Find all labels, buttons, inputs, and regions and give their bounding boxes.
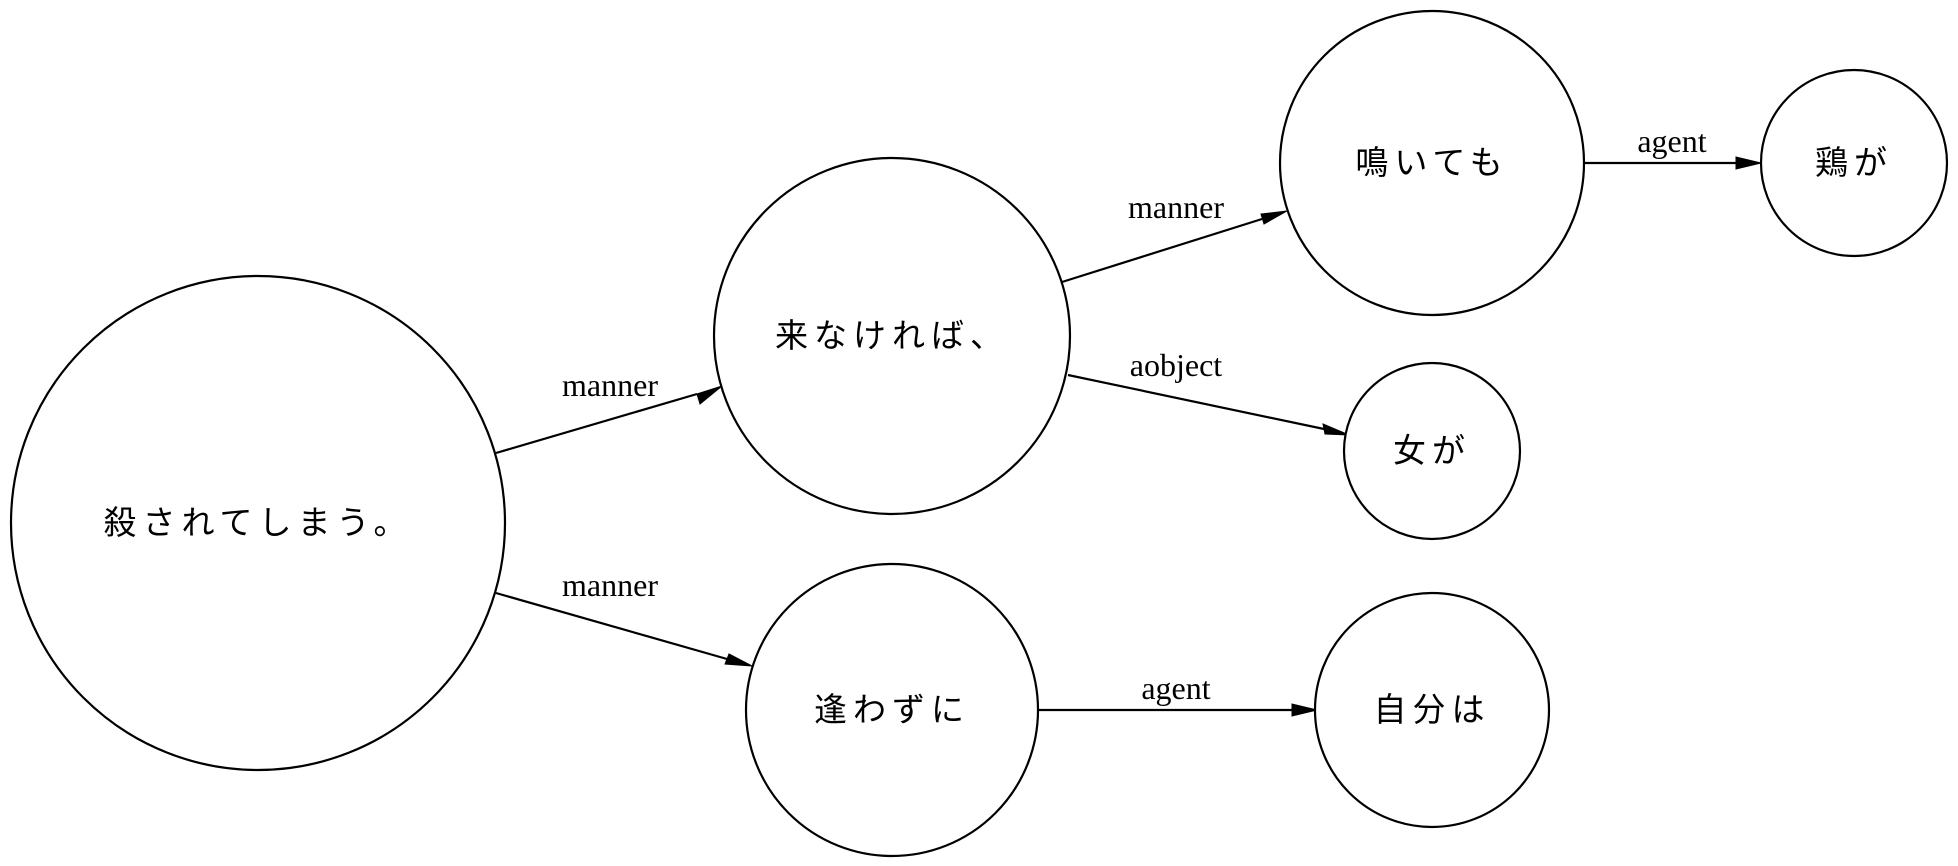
edge-label: aobject <box>1130 347 1223 383</box>
node-konakereba: 来なければ、 <box>712 156 1072 516</box>
node-label: 鳴いても <box>1355 143 1508 182</box>
node-niwatori-ga: 鶏が <box>1759 68 1949 258</box>
node-jibun-wa: 自分は <box>1313 591 1551 829</box>
edge-label: manner <box>562 567 658 603</box>
edge-label: agent <box>1637 123 1706 159</box>
node-label: 逢わずに <box>814 690 970 729</box>
edge-manner-2: manner <box>495 567 753 667</box>
edge-label: manner <box>1128 189 1224 225</box>
edge-manner-1: manner <box>495 367 723 455</box>
edge-agent-2: agent <box>1585 123 1762 170</box>
node-label: 来なければ、 <box>775 316 1009 355</box>
edge-label: agent <box>1141 670 1210 706</box>
node-naitemo: 鳴いても <box>1278 9 1586 317</box>
edge-agent-1: agent <box>1039 670 1318 717</box>
edge-manner-3: manner <box>1061 189 1288 284</box>
edge-aobject: aobject <box>1067 347 1350 436</box>
node-label: 鶏が <box>1815 143 1893 182</box>
node-awazuni: 逢わずに <box>744 562 1040 858</box>
node-label: 殺されてしまう。 <box>103 503 412 542</box>
node-label: 自分は <box>1374 690 1491 729</box>
node-label: 女が <box>1393 431 1471 470</box>
edge-label: manner <box>562 367 658 403</box>
node-onna-ga: 女が <box>1342 361 1522 541</box>
node-koroshite: 殺されてしまう。 <box>9 274 507 772</box>
